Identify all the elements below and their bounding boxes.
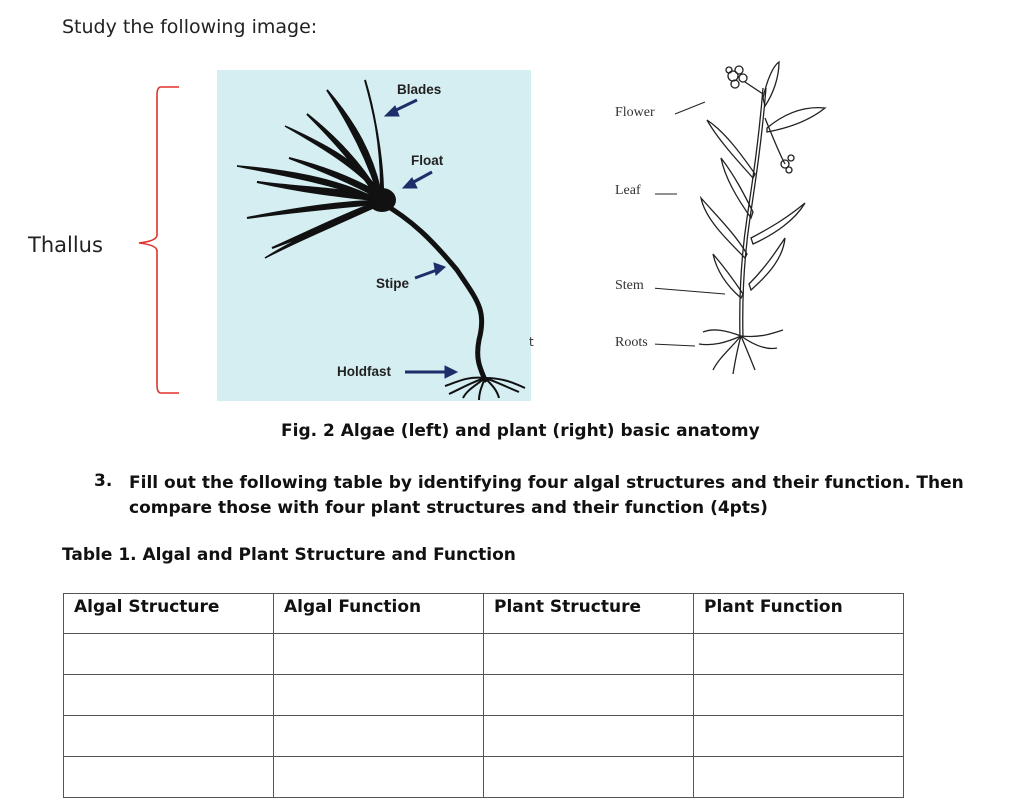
table-cell[interactable] <box>693 715 904 757</box>
plant-drawing <box>655 60 827 375</box>
table-row <box>63 633 904 675</box>
thallus-label: Thallus <box>28 233 103 257</box>
leaf-label: Leaf <box>615 183 641 198</box>
table-cell[interactable] <box>273 674 484 716</box>
table-cell[interactable] <box>693 674 904 716</box>
stem-label: Stem <box>615 278 644 293</box>
thallus-bracket <box>138 86 179 394</box>
table-cell[interactable] <box>483 633 694 675</box>
stray-mark: t <box>529 335 534 349</box>
table-row <box>63 756 904 798</box>
table-cell[interactable] <box>693 756 904 798</box>
stipe-label: Stipe <box>376 276 410 291</box>
table-cell[interactable] <box>693 633 904 675</box>
header-algal-structure: Algal Structure <box>63 593 274 634</box>
table-cell[interactable] <box>63 674 274 716</box>
header-plant-function: Plant Function <box>693 593 904 634</box>
table-cell[interactable] <box>63 715 274 757</box>
table-row <box>63 674 904 716</box>
table-cell[interactable] <box>63 756 274 798</box>
table-cell[interactable] <box>483 674 694 716</box>
roots-label: Roots <box>615 335 648 350</box>
question-text: Fill out the following table by identify… <box>129 473 964 518</box>
table-header-row: Algal Structure Algal Function Plant Str… <box>63 593 904 634</box>
blades-label: Blades <box>397 82 442 97</box>
structure-function-table: Algal Structure Algal Function Plant Str… <box>63 593 904 798</box>
flower-label: Flower <box>615 105 655 120</box>
intro-text: Study the following image: <box>62 16 318 38</box>
table-row <box>63 715 904 757</box>
algae-drawing <box>236 79 526 401</box>
header-algal-function: Algal Function <box>273 593 484 634</box>
table-cell[interactable] <box>273 633 484 675</box>
algae-diagram: Blades Float Stipe Holdfast <box>217 70 531 401</box>
question-number: 3. <box>94 471 113 491</box>
table-cell[interactable] <box>273 715 484 757</box>
algae-blades <box>236 79 385 259</box>
figure-caption: Fig. 2 Algae (left) and plant (right) ba… <box>281 421 760 441</box>
holdfast-roots <box>444 376 526 401</box>
table-cell[interactable] <box>483 756 694 798</box>
header-plant-structure: Plant Structure <box>483 593 694 634</box>
table-cell[interactable] <box>273 756 484 798</box>
algae-arrows <box>383 98 459 379</box>
float-label: Float <box>411 153 444 168</box>
table-cell[interactable] <box>63 633 274 675</box>
table-title: Table 1. Algal and Plant Structure and F… <box>62 545 516 565</box>
table-cell[interactable] <box>483 715 694 757</box>
holdfast-label: Holdfast <box>337 364 391 379</box>
